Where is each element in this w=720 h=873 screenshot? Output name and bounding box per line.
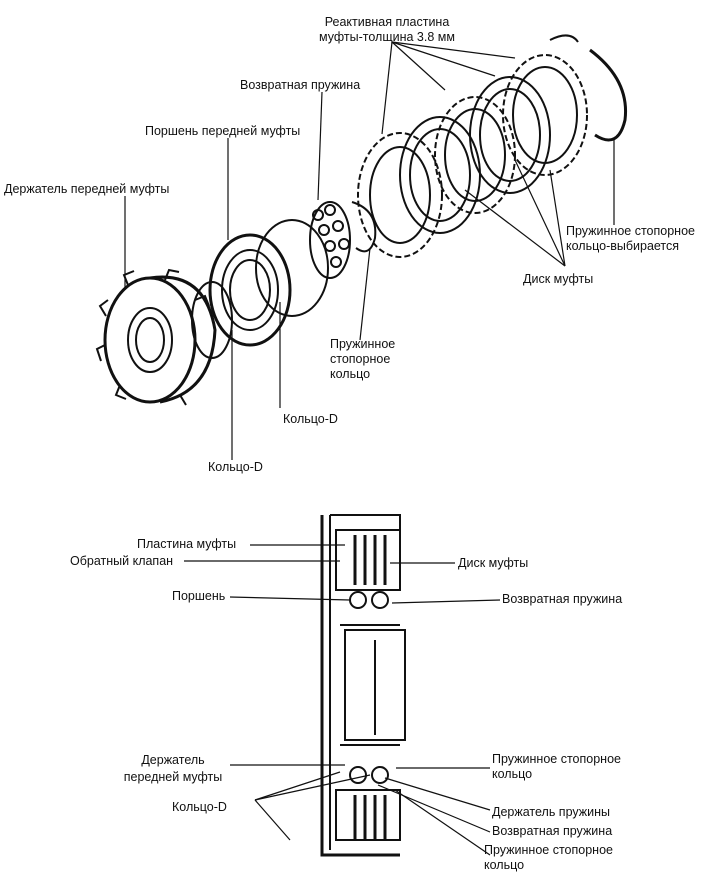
d-ring-inner-part xyxy=(255,219,329,317)
selective-snap-ring-label: Пружинное стопорное кольцо-выбирается xyxy=(566,224,695,253)
clutch-plate-label: Пластина муфты xyxy=(137,537,237,551)
return-spring-top-label: Возвратная пружина xyxy=(502,592,623,606)
section-snap-ring-bottom-label: Пружинное стопорное кольцо xyxy=(484,843,613,872)
section-d-ring-label: Кольцо-D xyxy=(172,800,227,814)
spring-holder-label: Держатель пружины xyxy=(492,805,611,819)
section-clutch-disc-label: Диск муфты xyxy=(458,556,529,570)
front-holder-label: Держатель передней муфты xyxy=(4,182,170,196)
return-spring-bottom-label: Возвратная пружина xyxy=(492,824,613,838)
front-clutch-piston-part xyxy=(208,233,292,347)
snap-ring-label: Пружинное стопорное кольцо xyxy=(330,337,396,381)
clutch-disc-label: Диск муфты xyxy=(523,272,594,286)
return-spring-label: Возвратная пружина xyxy=(240,78,361,92)
selective-snap-ring-part xyxy=(589,48,628,142)
d-ring-inner-label: Кольцо-D xyxy=(283,412,338,426)
clutch-pack-part xyxy=(357,54,588,258)
section-front-holder-label: Держатель передней муфты xyxy=(123,753,223,784)
d-ring-outer-label: Кольцо-D xyxy=(208,460,263,474)
section-snap-ring-right-label: Пружинное стопорное кольцо xyxy=(492,752,621,781)
check-valve-label: Обратный клапан xyxy=(70,554,174,568)
reaction-plate-label: Реактивная пластина муфты-толщина 3.8 мм xyxy=(319,15,455,44)
front-piston-label: Поршень передней муфты xyxy=(145,124,301,138)
front-clutch-holder-part xyxy=(95,268,217,406)
exploded-view xyxy=(95,34,628,460)
section-view xyxy=(184,514,501,857)
piston-label: Поршень xyxy=(172,589,226,603)
snap-ring-part xyxy=(351,201,377,253)
return-spring-part xyxy=(309,201,351,279)
